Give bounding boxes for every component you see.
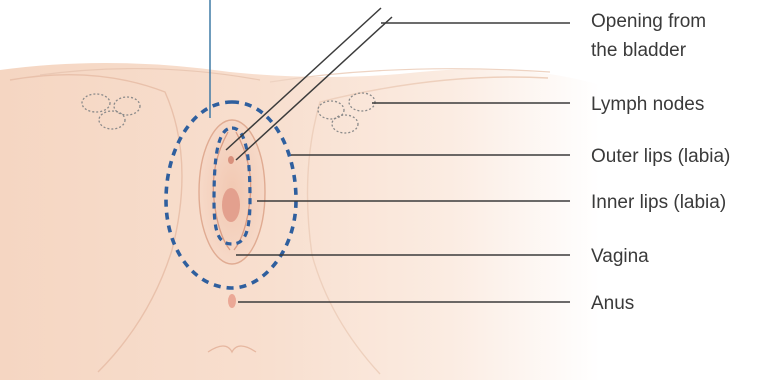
label-opening-line1: Opening from — [591, 11, 706, 32]
label-anus: Anus — [591, 293, 634, 314]
label-outer-lips: Outer lips (labia) — [591, 146, 730, 167]
label-vagina: Vagina — [591, 246, 649, 267]
urethral-opening — [228, 156, 234, 164]
label-opening-line2: the bladder — [591, 40, 687, 61]
vaginal-opening — [222, 188, 240, 222]
labels: Opening from the bladder Lymph nodes Out… — [591, 11, 730, 314]
anus-shape — [228, 294, 236, 308]
label-lymph-nodes: Lymph nodes — [591, 94, 704, 115]
label-inner-lips: Inner lips (labia) — [591, 192, 726, 213]
